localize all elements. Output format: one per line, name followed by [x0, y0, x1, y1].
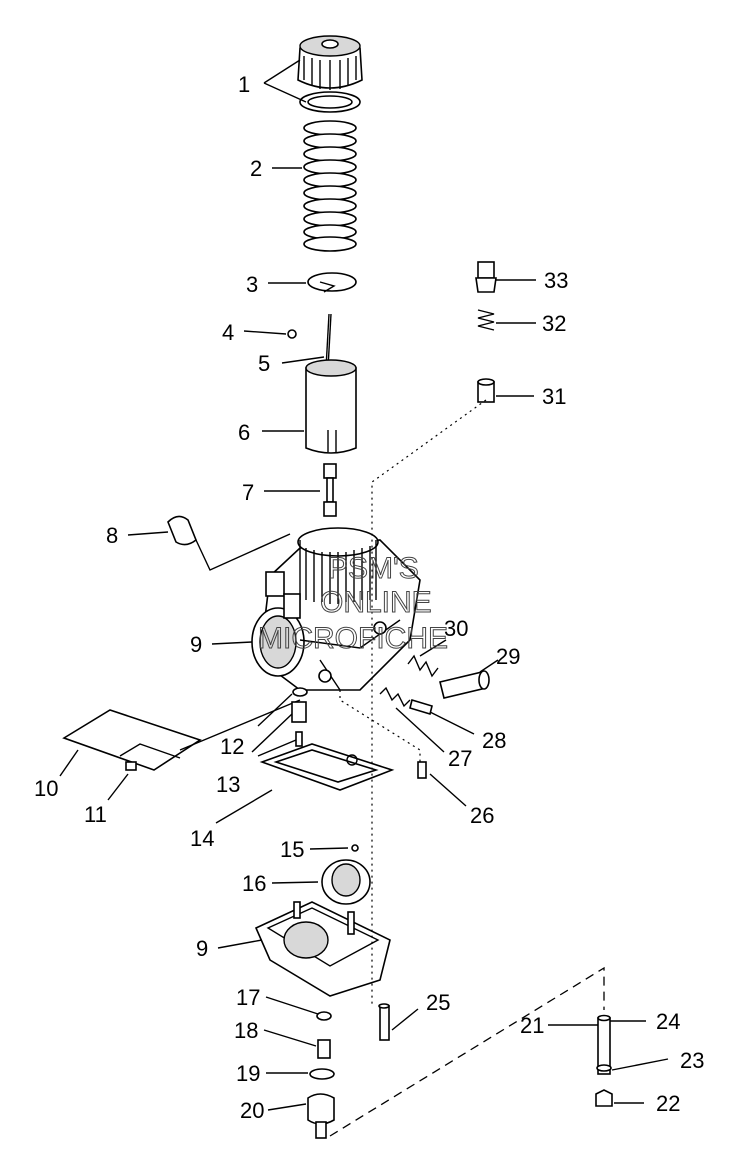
callout-2: 2 — [250, 156, 262, 181]
watermark-line-3: MICROFICHE — [258, 622, 448, 655]
part-27-spring — [379, 686, 411, 708]
assembly-line-31 — [371, 399, 487, 1006]
part-5-jet-needle — [325, 313, 332, 369]
watermark-line-1: PSM'S — [328, 552, 419, 585]
callout-7: 7 — [242, 480, 254, 505]
callout-3: 3 — [246, 272, 258, 297]
leader-lines — [59, 59, 669, 1111]
callout-25: 25 — [426, 990, 450, 1015]
part-21-tube — [596, 1014, 612, 1075]
callout-4: 4 — [222, 320, 234, 345]
callout-26: 26 — [470, 803, 494, 828]
callout-16: 16 — [242, 871, 266, 896]
callout-32: 32 — [542, 311, 566, 336]
callout-9-bowl: 9 — [196, 936, 208, 961]
callout-33: 33 — [544, 268, 568, 293]
callout-1: 1 — [238, 72, 250, 97]
part-20-drain-plug — [307, 1093, 335, 1139]
callout-9-body: 9 — [190, 632, 202, 657]
guide-line-10 — [179, 699, 301, 751]
callout-6: 6 — [238, 420, 250, 445]
part-9-carburetor-body — [251, 527, 421, 691]
part-26-screw — [417, 761, 427, 779]
part-25-screw — [378, 1003, 390, 1041]
part-32-spring — [477, 309, 495, 331]
callout-21: 21 — [520, 1013, 544, 1038]
part-11-screw — [125, 761, 137, 771]
callout-18: 18 — [234, 1018, 258, 1043]
part-28-screw — [409, 698, 433, 716]
part-12-washer — [292, 687, 308, 697]
callout-17: 17 — [236, 985, 260, 1010]
part-8-cap — [167, 515, 291, 571]
watermark: PSM'S ONLINE MICROFICHE — [258, 552, 449, 656]
callout-20: 20 — [240, 1098, 264, 1123]
callout-24: 24 — [656, 1009, 680, 1034]
callout-22: 22 — [656, 1091, 680, 1116]
callout-30: 30 — [444, 616, 468, 641]
assembly-line-21 — [329, 966, 605, 1137]
watermark-line-2: ONLINE — [320, 586, 432, 619]
part-4-clip — [287, 329, 297, 339]
callout-5: 5 — [258, 351, 270, 376]
part-18-jet — [317, 1039, 331, 1059]
callout-14: 14 — [190, 826, 214, 851]
part-19-o-ring — [309, 1068, 335, 1080]
callout-labels: 1 2 3 4 5 6 7 8 9 9 10 11 12 13 14 15 16… — [34, 72, 704, 1123]
part-30-spring — [407, 654, 439, 678]
part-17-washer — [316, 1011, 332, 1021]
part-15-pin — [351, 844, 359, 852]
callout-28: 28 — [482, 728, 506, 753]
callout-11: 11 — [84, 802, 107, 827]
part-31-fitting — [477, 378, 495, 403]
callout-12: 12 — [220, 734, 244, 759]
assembly-line-26 — [339, 690, 421, 762]
callout-27: 27 — [448, 746, 472, 771]
part-22-cap — [595, 1089, 613, 1107]
part-10-plate — [62, 709, 202, 771]
part-29-adjuster — [439, 670, 490, 699]
callout-23: 23 — [680, 1048, 704, 1073]
part-3-clip-plate — [307, 272, 357, 293]
part-14-gasket — [259, 743, 395, 791]
callout-13: 13 — [216, 772, 240, 797]
callout-10: 10 — [34, 776, 58, 801]
part-1-washer — [299, 91, 361, 113]
callout-29: 29 — [496, 644, 520, 669]
part-33-fitting — [475, 261, 497, 293]
callout-19: 19 — [236, 1061, 260, 1086]
part-9-float-bowl — [254, 901, 391, 997]
part-7-needle-jet — [323, 463, 337, 517]
part-16-float — [321, 859, 371, 905]
part-13-main-jet — [291, 701, 307, 747]
part-6-throttle-slide — [305, 359, 357, 454]
callout-31: 31 — [542, 384, 566, 409]
callout-15: 15 — [280, 837, 304, 862]
part-2-spring — [303, 120, 357, 252]
callout-8: 8 — [106, 523, 118, 548]
part-1-top-cap — [297, 35, 363, 90]
